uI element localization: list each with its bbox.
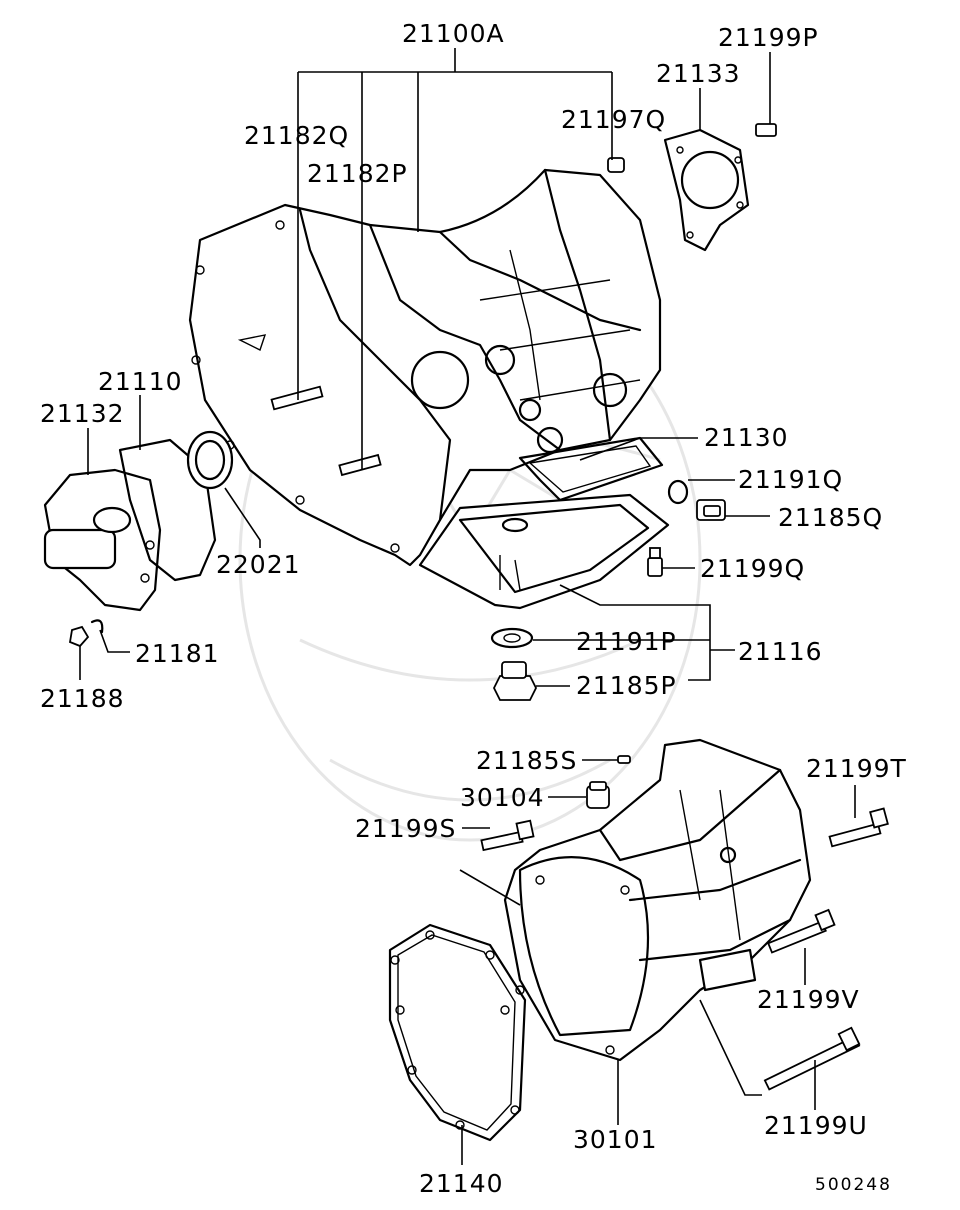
label-21132[interactable]: 21132 [40, 399, 125, 428]
oil-seal-22021[interactable] [186, 430, 234, 490]
label-21197Q[interactable]: 21197Q [561, 105, 666, 134]
label-21199P[interactable]: 21199P [718, 23, 819, 52]
washer-21191P[interactable] [490, 627, 534, 649]
label-21181[interactable]: 21181 [135, 639, 220, 668]
label-21185S[interactable]: 21185S [476, 746, 577, 775]
label-21199T[interactable]: 21199T [806, 754, 907, 783]
bolt-21199T[interactable] [828, 807, 889, 848]
label-21191P[interactable]: 21191P [576, 627, 677, 656]
label-21100A[interactable]: 21100A [402, 19, 505, 48]
label-21182P[interactable]: 21182P [307, 159, 408, 188]
oil-pan-21116[interactable] [418, 493, 670, 610]
label-21185Q[interactable]: 21185Q [778, 503, 883, 532]
bolt-21199V[interactable] [767, 908, 836, 954]
label-21199V[interactable]: 21199V [757, 985, 860, 1014]
label-21185P[interactable]: 21185P [576, 671, 677, 700]
nut-21188[interactable] [68, 625, 90, 648]
label-21140[interactable]: 21140 [419, 1169, 504, 1198]
pin-21185S[interactable] [617, 755, 631, 764]
cover-plate-21133[interactable] [663, 128, 750, 252]
part-labels: 21100A 21199P 21133 21182Q 21197Q 21182P… [40, 19, 907, 1198]
gasket-21110[interactable] [118, 438, 217, 582]
plug-21185Q[interactable] [696, 499, 726, 521]
label-21199U[interactable]: 21199U [764, 1111, 868, 1140]
bolt-21199Q[interactable] [647, 547, 663, 577]
label-21191Q[interactable]: 21191Q [738, 465, 843, 494]
clip-21181[interactable] [90, 619, 104, 634]
gasket-21140[interactable] [388, 923, 527, 1142]
extension-housing-30101[interactable] [503, 738, 812, 1062]
plug-30104[interactable] [586, 781, 610, 809]
diagram-code: 500248 [815, 1175, 892, 1195]
bolt-21199P[interactable] [755, 123, 777, 137]
drain-plug-21185P[interactable] [492, 661, 538, 701]
label-30104[interactable]: 30104 [460, 783, 545, 812]
stud-21182Q[interactable] [270, 385, 324, 411]
seal-21191Q[interactable] [667, 479, 689, 505]
label-21199Q[interactable]: 21199Q [700, 554, 805, 583]
label-22021[interactable]: 22021 [216, 550, 301, 579]
label-21110[interactable]: 21110 [98, 367, 183, 396]
bolt-21199S[interactable] [480, 819, 535, 852]
label-21199S[interactable]: 21199S [355, 814, 456, 843]
label-21182Q[interactable]: 21182Q [244, 121, 349, 150]
plug-21197Q[interactable] [607, 157, 625, 173]
label-30101[interactable]: 30101 [573, 1125, 658, 1154]
label-21116[interactable]: 21116 [738, 637, 823, 666]
bolt-21199U[interactable] [763, 1026, 861, 1091]
label-21130[interactable]: 21130 [704, 423, 789, 452]
label-21133[interactable]: 21133 [656, 59, 741, 88]
leader-lines [79, 48, 856, 1165]
label-21188[interactable]: 21188 [40, 684, 125, 713]
